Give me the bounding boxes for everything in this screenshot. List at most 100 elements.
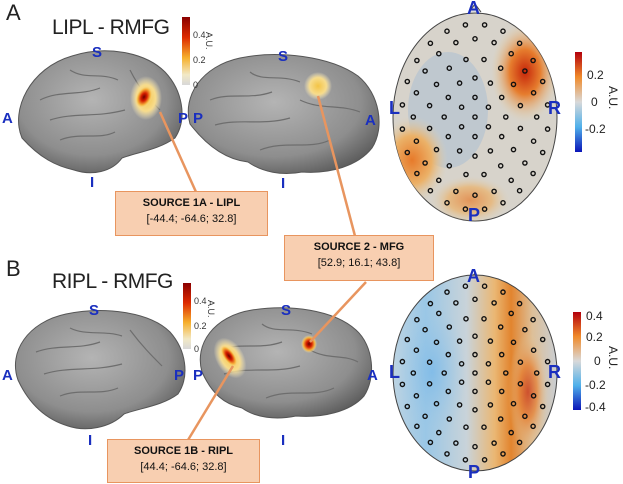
topo-b-electrode-66	[399, 381, 406, 388]
topo-b-electrode-52	[508, 310, 515, 317]
topo-a-electrode-55	[544, 126, 551, 132]
topo-a-electrode-62	[444, 199, 450, 206]
colorbar-brain-a-tick-2: 0	[193, 80, 199, 90]
topo-b-electrode-30	[463, 315, 469, 322]
topo-a-electrode-46	[413, 90, 420, 96]
topo-a-electrode-73	[481, 22, 488, 28]
orient-a-left-anterior: A	[2, 110, 13, 127]
topo-b-electrode-67	[399, 358, 406, 365]
topo-b-electrode-54	[530, 347, 537, 354]
orient-a-right-inferior: I	[281, 175, 286, 192]
source-1a-coords: [-44.4; -64.6; 32.8]	[146, 213, 237, 225]
topo-b-electrode-73	[481, 283, 488, 290]
topo-a-electrode-29	[446, 65, 453, 71]
topo-b-electrode-0	[472, 370, 478, 376]
colorbar-topo-b-unit: A.U.	[606, 346, 620, 370]
topo-a-electrode-21	[497, 162, 504, 169]
topo-b-electrode-57	[530, 423, 536, 430]
colorbar-brain-a-tick-0: 0.4	[193, 30, 206, 40]
brain-a-right-lateral	[187, 54, 380, 175]
colorbar-brain-a-unit: A.U.	[204, 32, 214, 50]
topo-b-electrode-60	[481, 456, 488, 463]
topo-a-electrode-38	[508, 177, 515, 184]
orient-a-left-inferior: I	[90, 174, 95, 191]
source-2-coords: [52.9; 16.1; 43.8]	[317, 257, 401, 269]
panel-letter-b: B	[6, 256, 21, 281]
topo-b-electrode-65	[404, 403, 411, 410]
topo-b-electrode-2	[472, 388, 478, 395]
topo-a-electrode-78	[544, 102, 551, 108]
orient-b-right-superior: S	[281, 302, 292, 319]
topo-b-electrode-61	[462, 456, 469, 463]
topo-b-electrode-25	[433, 400, 440, 407]
orient-b-right-anterior: A	[367, 367, 378, 384]
topo-a-electrode-54	[530, 90, 537, 96]
colorbar-topo-a	[575, 52, 582, 152]
topo-b-electrode-16	[472, 333, 478, 340]
topo-b-electrode-69	[414, 316, 420, 323]
topo-a-electrode-15	[456, 80, 463, 86]
topo-b-electrode-70	[427, 300, 434, 307]
topo-b-electrode-53	[522, 326, 528, 333]
topo-b-electrode-44	[413, 392, 420, 399]
colorbar-topo-b-tick-2: 0	[594, 354, 601, 368]
topo-b-left-label: L	[389, 362, 400, 382]
topo-a-right-label: R	[548, 98, 561, 118]
topo-b-electrode-42	[435, 429, 442, 436]
topo-b-electrode-74	[500, 289, 506, 295]
topo-b-electrode-7	[502, 370, 509, 376]
topo-a-electrode-17	[487, 80, 494, 86]
orient-b-left-posterior: P	[174, 367, 185, 384]
topo-a-electrode-16	[472, 75, 478, 81]
topo-a-left-label: L	[389, 98, 400, 118]
topo-a-electrode-48	[435, 50, 442, 57]
topo-b-posterior-label: P	[468, 462, 481, 482]
topo-b-electrode-36	[530, 392, 537, 399]
colorbar-brain-a-tick-1: 0.2	[193, 55, 206, 65]
topo-a-electrode-1	[485, 124, 492, 130]
orient-a-left-posterior: P	[178, 110, 189, 127]
topo-a-electrode-52	[508, 50, 515, 57]
topoplot-b	[392, 272, 558, 472]
colorbar-topo-a-tick-1: 0	[591, 95, 598, 109]
topo-a-electrode-39	[491, 188, 497, 195]
topo-a-electrode-36	[530, 138, 537, 144]
activation-lipl	[135, 85, 153, 109]
topo-b-electrode-15	[456, 338, 463, 344]
topo-b-electrode-19	[517, 380, 524, 387]
topo-a-electrode-19	[517, 125, 524, 132]
orient-a-right-posterior: P	[193, 110, 204, 127]
topo-a-electrode-63	[427, 187, 434, 194]
topo-a-electrode-77	[539, 78, 546, 85]
colorbar-brain-b-tick-1: 0.2	[194, 321, 207, 331]
activation-ripl	[220, 344, 238, 368]
topo-b-electrode-31	[481, 315, 487, 322]
topo-b-electrode-18	[498, 351, 505, 358]
topo-a-electrode-26	[426, 125, 433, 132]
topo-a-electrode-64	[414, 170, 420, 177]
colorbar-topo-b	[573, 312, 581, 410]
topo-b-electrode-22	[481, 424, 487, 431]
colorbar-topo-b-tick-1: 0.2	[586, 330, 603, 344]
topo-a-electrode-67	[399, 102, 406, 108]
topo-a-electrode-40	[472, 192, 478, 198]
topo-b-electrode-76	[530, 316, 536, 323]
topo-b-electrode-64	[414, 423, 420, 430]
source-box-2: SOURCE 2 - MFG [52.9; 16.1; 43.8]	[284, 235, 434, 281]
orient-b-right-inferior: I	[281, 432, 286, 449]
topo-a-electrode-2	[472, 133, 478, 140]
topo-a-electrode-51	[491, 39, 497, 46]
orient-b-left-inferior: I	[88, 432, 93, 449]
topo-a-electrode-22	[481, 171, 487, 178]
topo-a-electrode-27	[426, 102, 433, 109]
colorbar-topo-a-tick-2: -0.2	[585, 122, 606, 136]
topo-a-anterior-label: A	[467, 0, 480, 18]
topo-a-electrode-10	[472, 153, 478, 159]
topo-b-electrode-6	[485, 360, 492, 367]
topo-b-electrode-37	[522, 413, 528, 420]
brain-b-left-lateral	[14, 310, 186, 430]
source-box-1b: SOURCE 1B - RIPL [44.4; -64.6; 32.8]	[107, 439, 260, 483]
topo-a-electrode-45	[410, 114, 417, 120]
topo-a-electrode-25	[433, 146, 440, 153]
